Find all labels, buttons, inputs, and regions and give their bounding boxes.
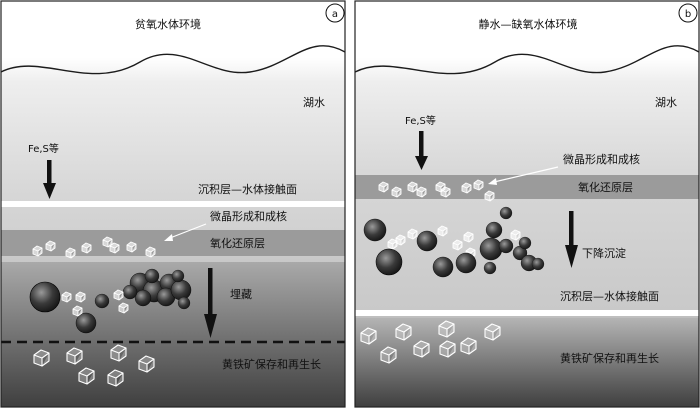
panel-a: a 贫氧水体环境 湖水 Fe,S等 沉积层—水体接触面 微晶形成和成核 氧化还原… [1, 1, 345, 407]
panel-b-interface-band [355, 310, 699, 316]
panel-b-settling-label: 下降沉淀 [582, 246, 626, 260]
panel-a-burial-label: 埋藏 [230, 288, 252, 301]
panel-b-preservation-label: 黄铁矿保存和再生长 [560, 351, 659, 365]
panel-a-tag: a [332, 9, 338, 20]
panel-a-preservation-label: 黄铁矿保存和再生长 [222, 357, 321, 371]
panel-b-tag: b [685, 9, 691, 20]
panel-b-water-label: 湖水 [655, 96, 677, 109]
panel-a-water-label: 湖水 [303, 96, 325, 109]
panel-a-redox-label: 氧化还原层 [210, 236, 265, 250]
panel-a-input-label: Fe,S等 [28, 142, 59, 155]
panel-b-microcrystal-label: 微晶形成和成核 [563, 152, 640, 166]
panel-b-input-label: Fe,S等 [405, 114, 436, 127]
panel-b-title: 静水—缺氧水体环境 [479, 17, 578, 31]
panel-a-microcrystal-label: 微晶形成和成核 [210, 209, 287, 223]
panel-b-redox-band [355, 175, 699, 199]
panel-a-interface-band [1, 201, 345, 207]
panel-a-interface-label: 沉积层—水体接触面 [198, 182, 297, 196]
panel-b: b 静水—缺氧水体环境 湖水 Fe,S等 微晶形成和成核 氧化还原层 [355, 1, 699, 407]
panel-b-interface-label: 沉积层—水体接触面 [560, 289, 659, 303]
panel-b-redox-label: 氧化还原层 [578, 180, 633, 194]
panel-a-title: 贫氧水体环境 [135, 17, 201, 31]
